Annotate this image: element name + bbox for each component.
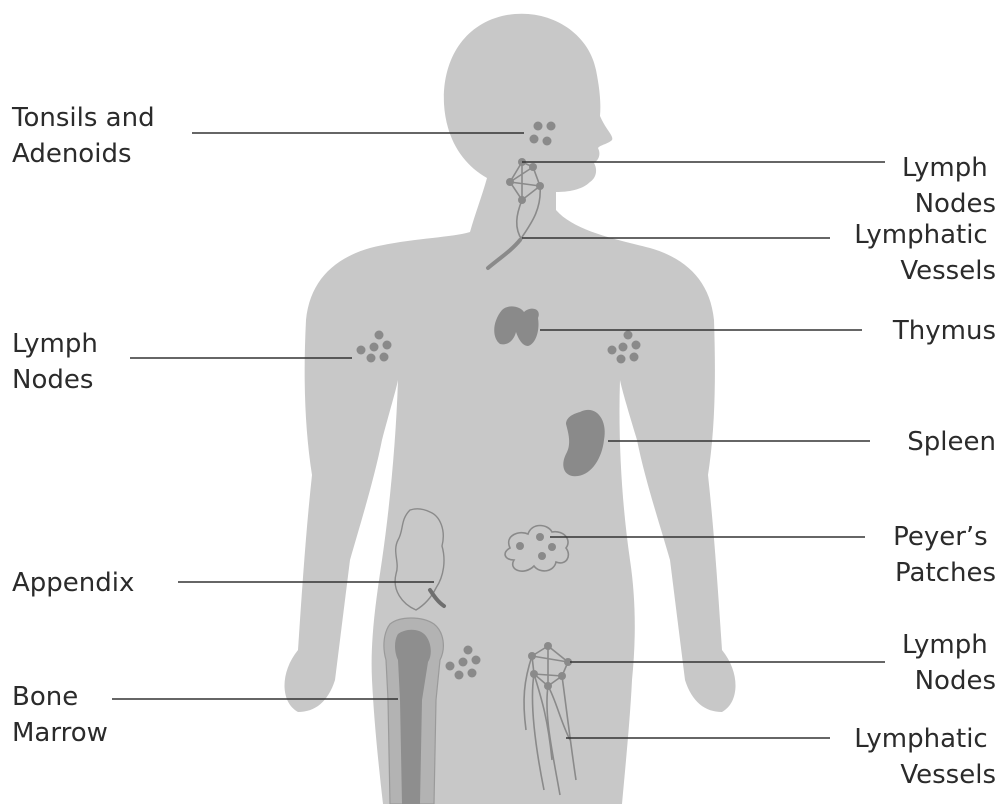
label-peyers-patches-line1: Peyer’s xyxy=(893,522,988,552)
label-lymph-nodes-armpit: Lymph Nodes xyxy=(12,329,106,395)
label-appendix: Appendix xyxy=(12,568,134,598)
label-lymph-nodes-armpit-line2: Nodes xyxy=(12,365,93,395)
label-lymphatic-vessels-neck: Lymphatic Vessels xyxy=(854,220,996,286)
label-thymus: Thymus xyxy=(892,316,996,346)
label-lymphatic-vessels-neck-line2: Vessels xyxy=(900,256,996,286)
label-tonsils-line2: Adenoids xyxy=(12,139,132,169)
label-peyers-patches: Peyer’s Patches xyxy=(893,522,996,588)
label-bone-marrow-line1: Bone xyxy=(12,682,78,712)
label-lymph-nodes-groin: Lymph Nodes xyxy=(902,630,996,696)
label-lymphatic-vessels-neck-line1: Lymphatic xyxy=(854,220,987,250)
label-peyers-patches-line2: Patches xyxy=(895,558,996,588)
label-lymphatic-vessels-leg-line2: Vessels xyxy=(900,760,996,790)
label-lymphatic-vessels-leg-line1: Lymphatic xyxy=(854,724,987,754)
label-lymph-nodes-neck-line1: Lymph xyxy=(902,153,988,183)
label-lymph-nodes-neck-line2: Nodes xyxy=(915,189,996,219)
label-spleen: Spleen xyxy=(907,427,996,457)
label-bone-marrow-line2: Marrow xyxy=(12,718,108,748)
label-tonsils-line1: Tonsils and xyxy=(11,103,155,133)
label-bone-marrow: Bone Marrow xyxy=(12,682,108,748)
label-tonsils: Tonsils and Adenoids xyxy=(11,103,163,169)
label-lymph-nodes-neck: Lymph Nodes xyxy=(902,153,996,219)
bone-marrow-organ xyxy=(384,618,443,804)
label-lymph-nodes-groin-line1: Lymph xyxy=(902,630,988,660)
label-lymph-nodes-armpit-line1: Lymph xyxy=(12,329,98,359)
label-lymph-nodes-groin-line2: Nodes xyxy=(915,666,996,696)
label-lymphatic-vessels-leg: Lymphatic Vessels xyxy=(854,724,996,790)
